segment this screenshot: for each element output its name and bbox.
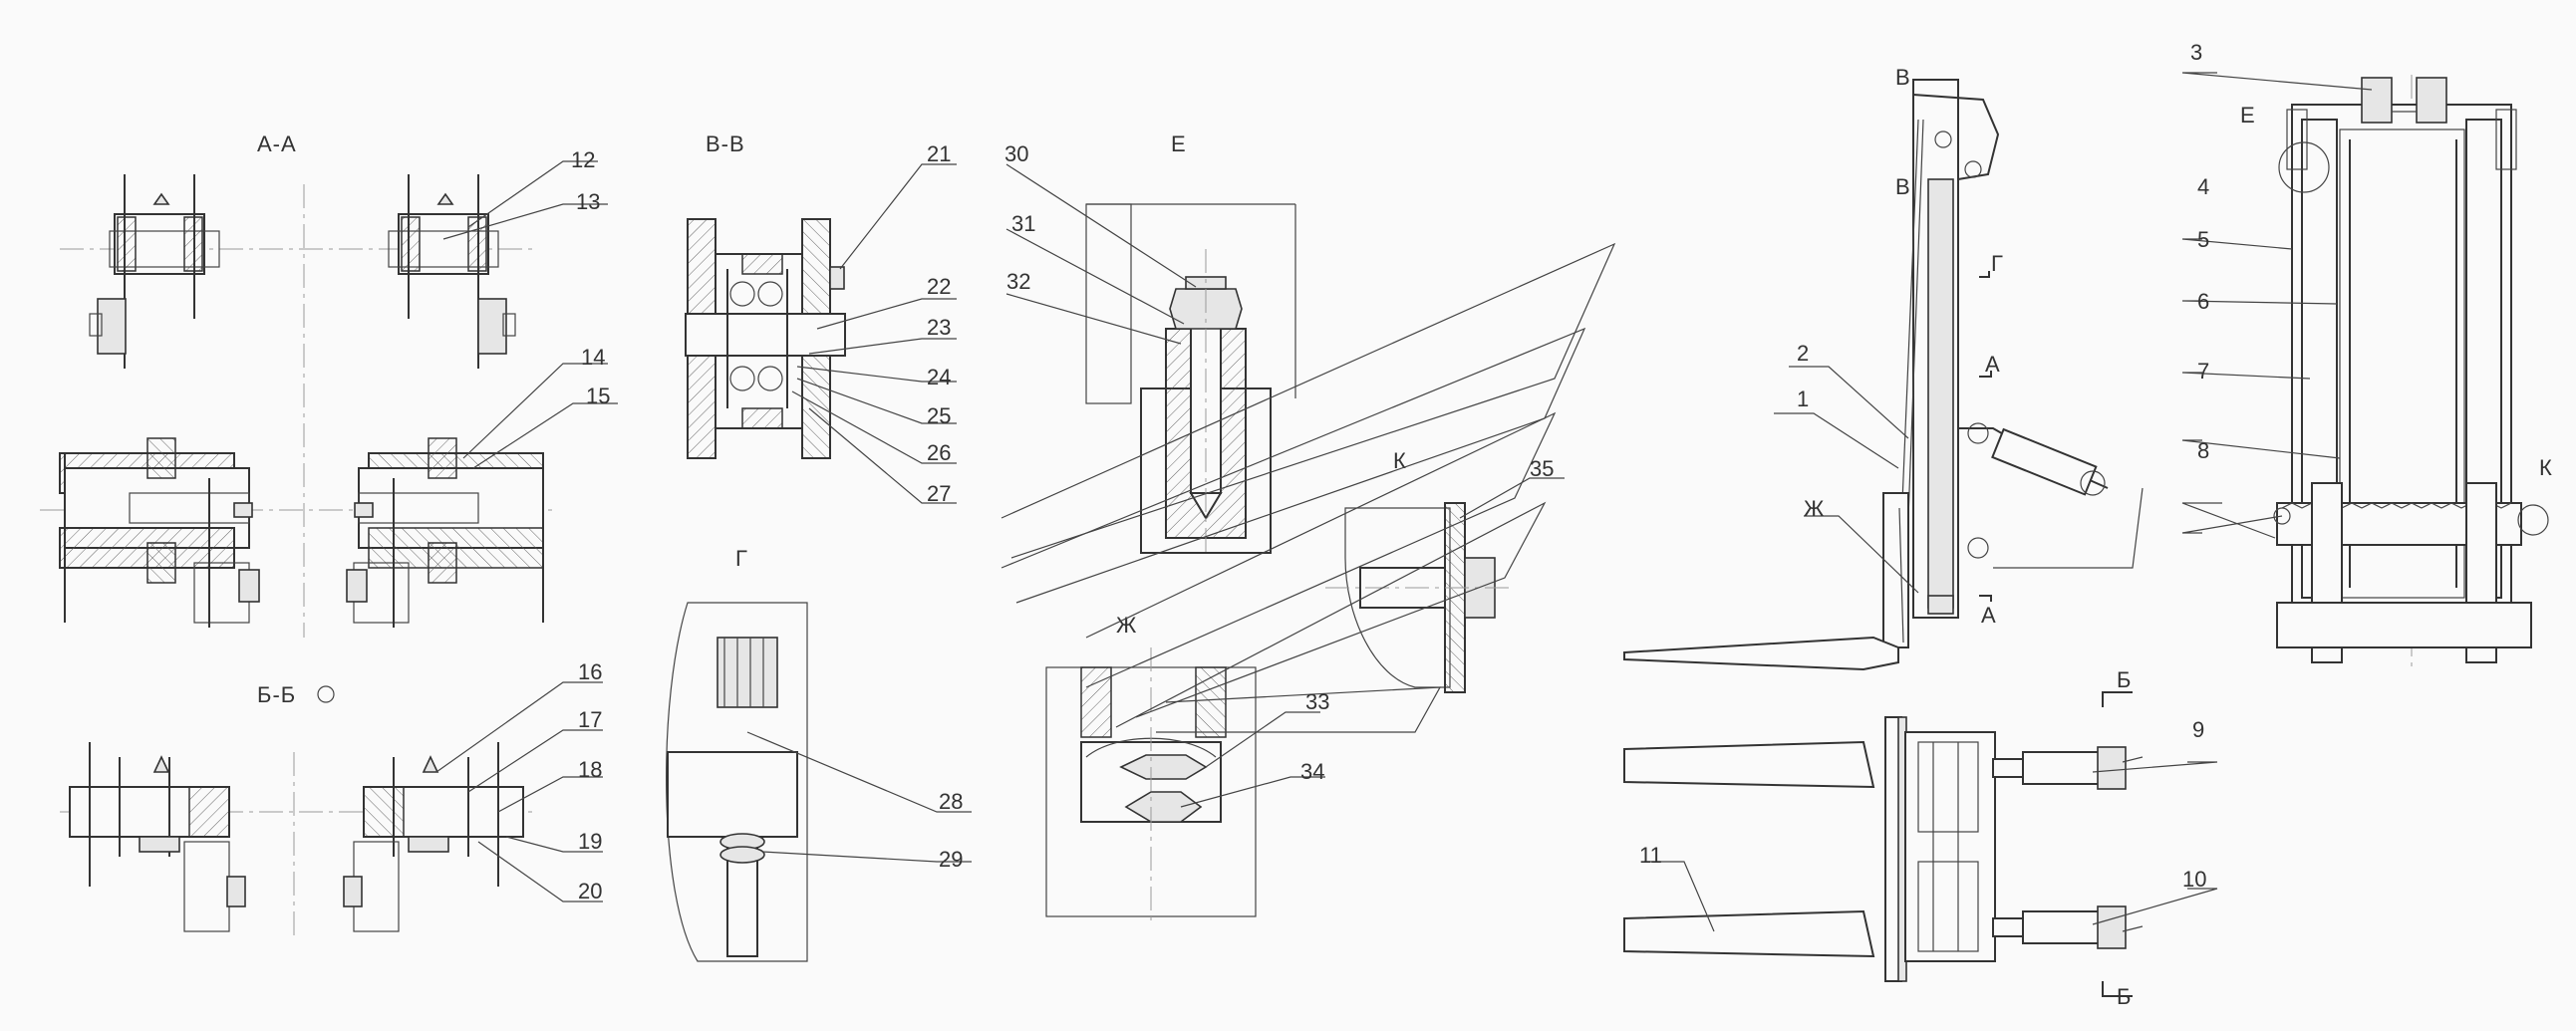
- view-title-zh: Ж: [1116, 613, 1137, 638]
- section-a-a: [40, 174, 558, 638]
- position-label: 26: [927, 440, 951, 465]
- position-label: 21: [927, 141, 951, 166]
- position-label: 8: [2197, 438, 2209, 463]
- mark-g: Г: [1991, 251, 2003, 276]
- mark-a-bottom: А: [1981, 603, 1996, 628]
- position-label: 27: [927, 481, 951, 506]
- position-label: 34: [1300, 759, 1324, 784]
- view-g: [666, 602, 808, 962]
- view-title-k: К: [1393, 448, 1407, 473]
- view-title-e: Е: [1171, 131, 1187, 156]
- position-label: 29: [939, 847, 963, 872]
- mark-b-top: Б: [2117, 667, 2131, 692]
- mark-v-top: В: [1895, 65, 1910, 90]
- view-e: [1085, 203, 1296, 558]
- top-view: [1623, 691, 2144, 997]
- position-label: 15: [586, 384, 610, 408]
- mark-zh: Ж: [1804, 496, 1825, 521]
- mark-v-second: В: [1895, 174, 1910, 199]
- front-view: [2273, 75, 2549, 667]
- mark-b-bottom: Б: [2117, 984, 2131, 1009]
- mark-e: Е: [2240, 103, 2255, 128]
- rotation-symbol-icon: [317, 685, 335, 703]
- view-title-g: Г: [735, 546, 748, 571]
- side-view: [1623, 79, 2144, 671]
- view-title-b-b: Б-Б: [257, 682, 296, 707]
- position-label: 31: [1011, 211, 1035, 236]
- position-label: 7: [2197, 359, 2209, 384]
- view-title-v-v: В-В: [706, 131, 745, 156]
- view-zh: [1045, 647, 1257, 926]
- callout-ribbons: [1001, 242, 1616, 733]
- position-label: 35: [1530, 456, 1554, 481]
- position-label: 32: [1006, 269, 1030, 294]
- position-label: 24: [927, 365, 951, 389]
- position-label: 11: [1639, 843, 1662, 868]
- position-label: 4: [2197, 174, 2209, 199]
- position-label: 28: [939, 789, 963, 814]
- position-label: 14: [581, 345, 605, 370]
- view-title-a-a: А-А: [257, 131, 297, 156]
- position-label: 2: [1797, 341, 1809, 366]
- position-label: 17: [578, 707, 602, 732]
- position-label: 1: [1797, 387, 1809, 411]
- position-label: 12: [571, 147, 595, 172]
- position-label: 13: [576, 189, 600, 214]
- leader-lines: [435, 72, 2373, 932]
- position-label: 6: [2197, 289, 2209, 314]
- position-label: 18: [578, 757, 602, 782]
- section-b-b: [60, 742, 538, 936]
- position-label: 30: [1004, 141, 1028, 166]
- position-label: 33: [1305, 689, 1329, 714]
- position-label: 9: [2192, 717, 2204, 742]
- position-label: 25: [927, 403, 951, 428]
- view-k: [1325, 502, 1515, 693]
- position-label: 19: [578, 829, 602, 854]
- mark-k: К: [2539, 455, 2552, 480]
- position-label: 20: [578, 879, 602, 903]
- position-label: 16: [578, 659, 602, 684]
- position-label: 10: [2182, 867, 2206, 892]
- position-label: 5: [2197, 227, 2209, 252]
- position-label: 22: [927, 274, 951, 299]
- section-v-v: [685, 218, 846, 459]
- position-label: 3: [2190, 40, 2202, 65]
- position-label: 23: [927, 315, 951, 340]
- mark-a-top: А: [1985, 352, 2000, 377]
